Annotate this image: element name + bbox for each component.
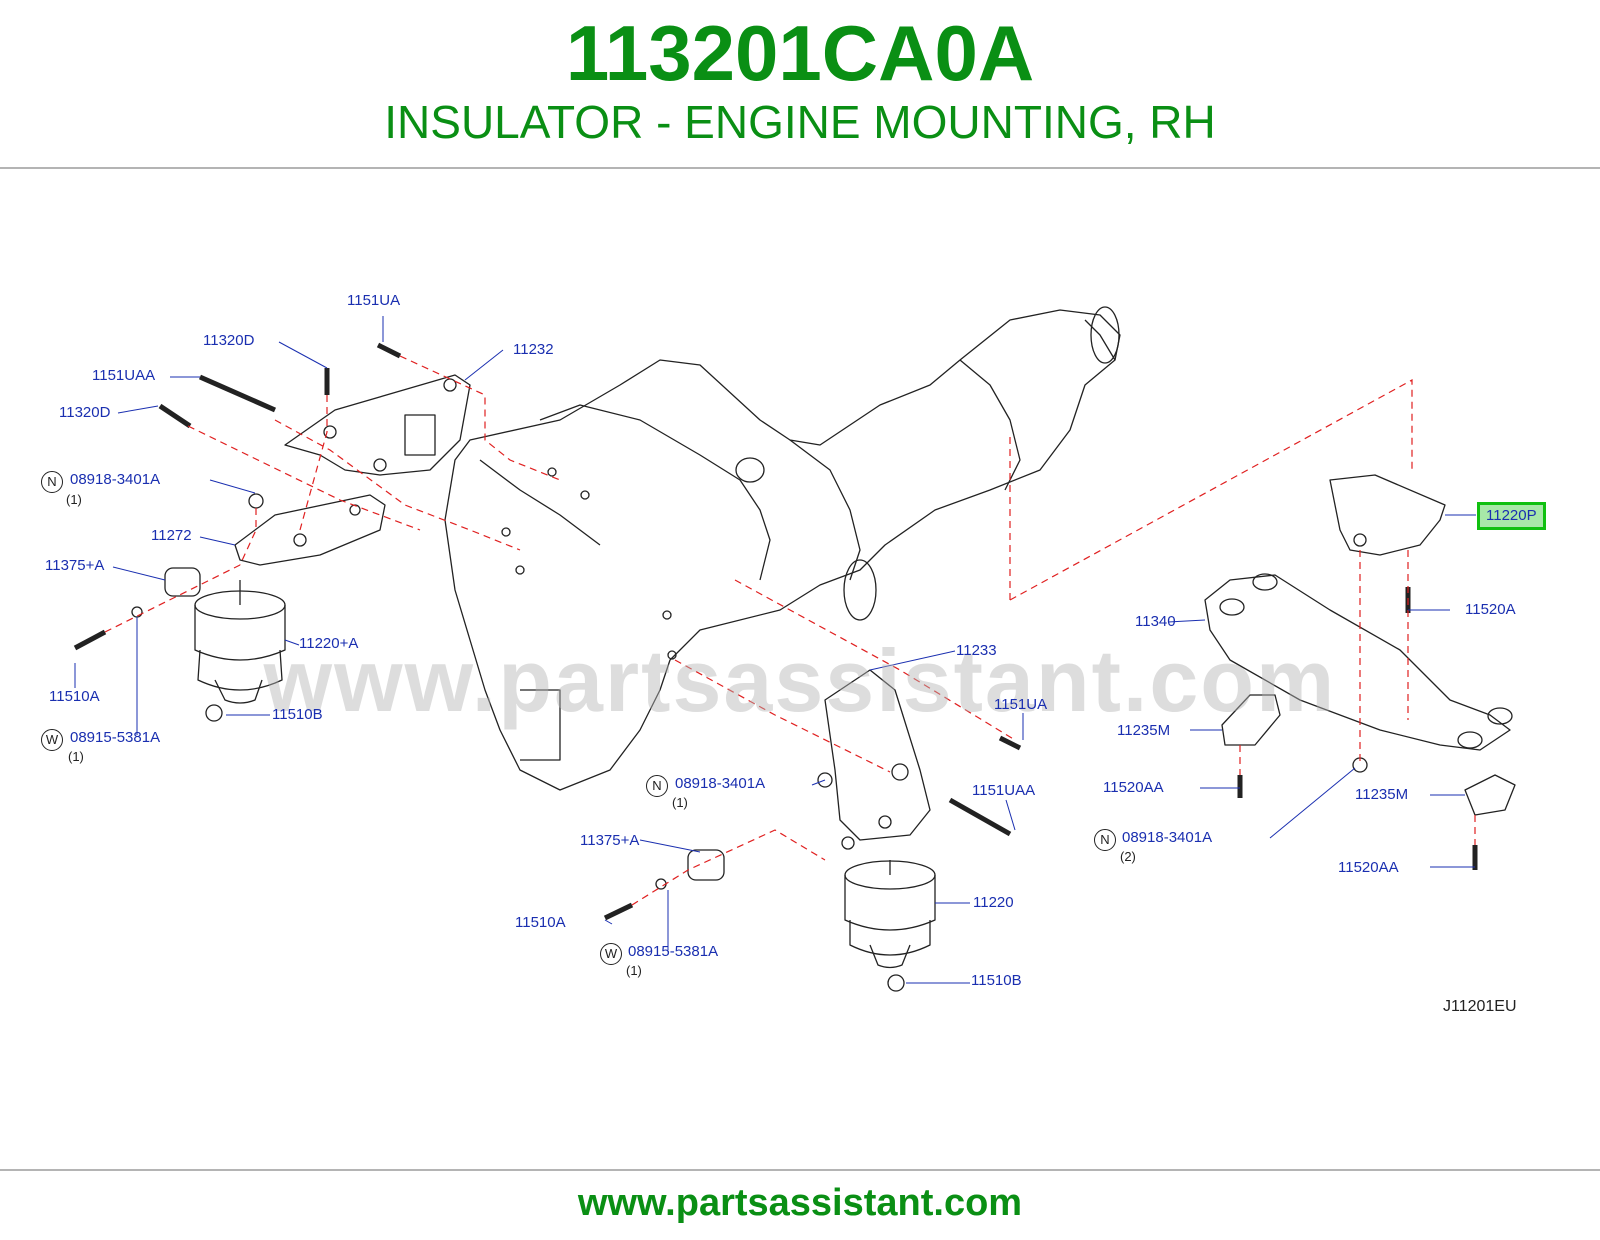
transfer-case [959, 359, 1021, 491]
watermark: www.partsassistant.com [263, 631, 1337, 730]
bracket-11232 [284, 374, 471, 476]
qty-08915-mid: (1) [626, 963, 642, 978]
callout-1151ua-mid[interactable]: 1151UA [994, 696, 1048, 713]
marker-n-mid: N [646, 775, 668, 797]
callout-11375a-left[interactable]: 11375+A [45, 557, 105, 574]
qty-08915-left: (1) [68, 749, 84, 764]
marker-w-mid: W [600, 943, 622, 965]
callout-11220[interactable]: 11220 [973, 894, 1014, 911]
footer-url-link[interactable]: www.partsassistant.com [577, 1182, 1023, 1224]
callout-11220a[interactable]: 11220+A [299, 635, 359, 652]
engine-block-outline [444, 309, 1121, 791]
footer-divider [0, 1169, 1600, 1171]
callout-1151uaa-top[interactable]: 1151UAA [92, 367, 156, 384]
callout-11375a-mid[interactable]: 11375+A [580, 832, 640, 849]
rear-flange [1084, 319, 1116, 361]
callout-11510a-left[interactable]: 11510A [49, 688, 100, 705]
callout-08918-3401a-right[interactable]: 08918-3401A [1122, 829, 1213, 846]
bushing-mid-11375 [687, 849, 725, 881]
callout-11510a-mid[interactable]: 11510A [515, 914, 566, 931]
qty-08918-left: (1) [66, 492, 82, 507]
callout-08918-3401a-mid[interactable]: 08918-3401A [675, 775, 766, 792]
marker-n-left: N [41, 471, 63, 493]
callout-11235m-left[interactable]: 11235M [1117, 722, 1171, 739]
callout-11520aa-right[interactable]: 11520AA [1338, 859, 1399, 876]
exploded-parts-diagram: www.partsassistant.com 1151UA 11320D 112… [0, 170, 1600, 1167]
bushing-left-11375 [164, 567, 201, 597]
callout-11520a[interactable]: 11520A [1465, 601, 1516, 618]
part-description: INSULATOR - ENGINE MOUNTING, RH [384, 96, 1216, 148]
support-11220p [1329, 474, 1446, 556]
gearbox-body [789, 439, 861, 581]
callout-08918-3401a-left[interactable]: 08918-3401A [70, 471, 161, 488]
insulator-11220-target [844, 860, 936, 969]
qty-08918-right: (2) [1120, 849, 1136, 864]
diagram-reference-code: J11201EU [1443, 998, 1517, 1015]
callout-11320d-top[interactable]: 11320D [203, 332, 255, 349]
callout-11235m-right[interactable]: 11235M [1355, 786, 1409, 803]
callout-08915-5381a-left[interactable]: 08915-5381A [70, 729, 161, 746]
callout-1151uaa-mid[interactable]: 1151UAA [972, 782, 1036, 799]
plate-11235m-right [1464, 774, 1516, 816]
nut-11510b-left [205, 704, 223, 722]
callout-11272[interactable]: 11272 [151, 527, 192, 544]
crossmember-11340 [1204, 574, 1511, 751]
callout-leader-lines [74, 316, 1476, 984]
marker-n-right: N [1094, 829, 1116, 851]
header-divider [0, 167, 1600, 169]
callout-11520aa-left[interactable]: 11520AA [1103, 779, 1164, 796]
callout-1151ua-top[interactable]: 1151UA [347, 292, 401, 309]
nut-11510b-mid [887, 974, 905, 992]
callout-11510b-mid[interactable]: 11510B [971, 972, 1022, 989]
callout-11233[interactable]: 11233 [956, 642, 997, 659]
highlighted-callout-11220p[interactable]: 11220P [1477, 502, 1546, 530]
callout-11340[interactable]: 11340 [1135, 613, 1176, 630]
bellhousing-outline [539, 404, 771, 581]
callout-11232[interactable]: 11232 [513, 341, 554, 358]
callout-08915-5381a-mid[interactable]: 08915-5381A [628, 943, 719, 960]
diagram-drawing [73, 306, 1516, 992]
dashed-leader-lines [104, 355, 1476, 906]
page-header: 113201CA0A INSULATOR - ENGINE MOUNTING, … [0, 0, 1600, 168]
part-number-title: 113201CA0A [565, 9, 1035, 97]
qty-08918-mid: (1) [672, 795, 688, 810]
insulator-11220a [194, 580, 286, 704]
bracket-11272 [234, 494, 386, 566]
plate-11235m-left [1221, 694, 1281, 746]
marker-w-left: W [41, 729, 63, 751]
callout-11320d-mid[interactable]: 11320D [59, 404, 111, 421]
bracket-11233 [824, 669, 931, 841]
callout-11510b-left[interactable]: 11510B [272, 706, 323, 723]
